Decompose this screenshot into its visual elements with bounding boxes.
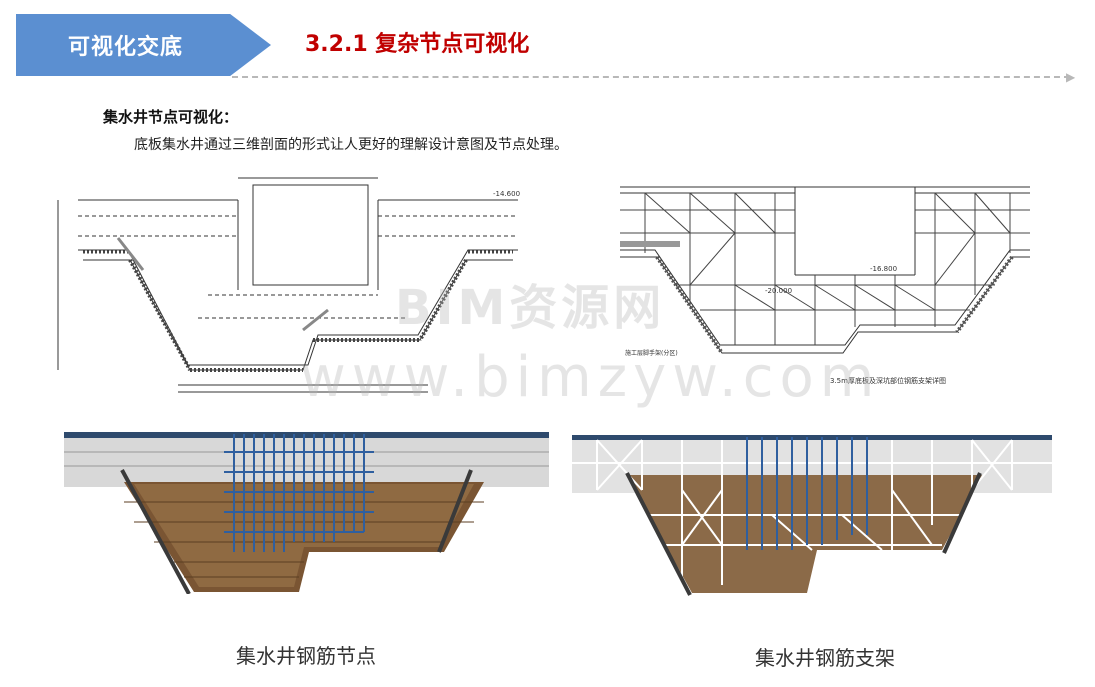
support-frame-drawing: -16.800 -20.000 施工层脚手架(分区) 3.5m厚底板及深坑部位钢… — [620, 186, 1030, 385]
caption-rebar-support: 集水井钢筋支架 — [755, 646, 895, 670]
elevation-label-mid: -16.800 — [870, 265, 897, 273]
drawing-title: 3.5m厚底板及深坑部位钢筋支架详图 — [830, 376, 946, 385]
section-tag: 可视化交底 — [16, 14, 271, 76]
description-text: 底板集水井通过三维剖面的形式让人更好的理解设计意图及节点处理。 — [134, 137, 568, 153]
sump-section-drawing: -14.600 — [57, 177, 520, 393]
sub-heading: 集水井节点可视化： — [103, 108, 239, 126]
caption-rebar-node: 集水井钢筋节点 — [236, 644, 376, 668]
header-divider — [232, 76, 1070, 78]
section-tag-label: 可视化交底 — [68, 35, 184, 60]
elevation-label: -14.600 — [493, 190, 520, 198]
rebar-node-render — [64, 432, 549, 594]
drawing-note: 施工层脚手架(分区) — [625, 349, 678, 357]
watermark-logo: BIM资源网 — [395, 280, 666, 336]
rebar-support-render — [572, 435, 1052, 596]
page-title: 3.2.1 复杂节点可视化 — [305, 32, 530, 57]
watermark-url: www.bimzyw.com — [300, 345, 881, 410]
arrow-right-icon: ▶ — [1066, 70, 1076, 84]
elevation-label-low: -20.000 — [765, 287, 792, 295]
